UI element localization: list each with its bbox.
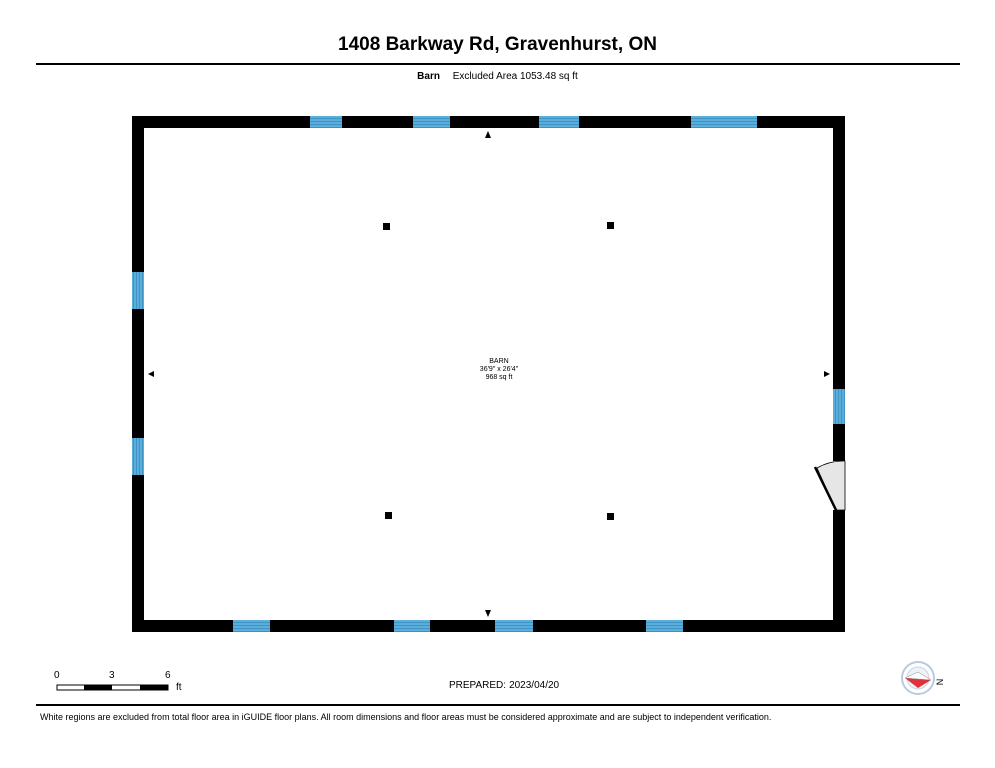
window: [539, 116, 579, 128]
compass-north-label: N: [934, 678, 945, 686]
arrow-left: [148, 371, 154, 377]
excluded-area: Excluded Area 1053.48 sq ft: [452, 71, 578, 82]
disclaimer: White regions are excluded from total fl…: [40, 712, 772, 722]
dimension-arrows: [148, 131, 830, 617]
window: [394, 620, 430, 632]
window: [495, 620, 533, 632]
floor-name: Barn: [417, 71, 440, 82]
door-leaf: [813, 466, 838, 511]
prepared-value: 2023/04/20: [509, 680, 560, 691]
header-rule: [36, 63, 960, 65]
scale-label-0: 0: [54, 670, 60, 681]
prepared-label: PREPARED:: [449, 680, 507, 691]
columns: [383, 222, 614, 520]
window: [691, 116, 757, 128]
wall-right-upper: [833, 116, 845, 461]
windows-left: [132, 272, 144, 475]
arrow-down: [485, 610, 491, 617]
scale-bar-seg: [84, 685, 112, 690]
wall-right-lower: [833, 510, 845, 632]
prepared-date: PREPARED:2023/04/20: [449, 680, 559, 691]
scale-label-3: 3: [109, 670, 115, 681]
page-title: 1408 Barkway Rd, Gravenhurst, ON: [338, 34, 657, 55]
door-swing: [816, 460, 846, 511]
arrow-up: [485, 131, 491, 138]
room-name: BARN: [489, 358, 509, 365]
column: [607, 222, 614, 229]
column: [607, 513, 614, 520]
room-label: BARN 36'9" x 26'4" 968 sq ft: [439, 358, 559, 382]
wall-left: [132, 116, 144, 632]
scale-unit: ft: [176, 682, 182, 693]
room-area: 968 sq ft: [485, 374, 513, 381]
window: [132, 438, 144, 475]
scale-label-6: 6: [165, 670, 171, 681]
window-right: [833, 389, 845, 424]
windows-top: [310, 116, 757, 128]
window: [233, 620, 270, 632]
column: [385, 512, 392, 519]
window: [132, 272, 144, 309]
window: [646, 620, 683, 632]
arrow-right: [824, 371, 830, 377]
windows-bottom: [233, 620, 683, 632]
window: [310, 116, 342, 128]
window: [413, 116, 450, 128]
room-dimensions: 36'9" x 26'4": [479, 366, 519, 373]
floor-subtitle: Barn Excluded Area 1053.48 sq ft: [0, 71, 995, 82]
footer-rule: [36, 704, 960, 706]
compass-icon: [901, 661, 935, 695]
column: [383, 223, 390, 230]
door: [813, 460, 846, 511]
scale-bar: [56, 684, 169, 691]
scale-bar-seg: [140, 685, 168, 690]
